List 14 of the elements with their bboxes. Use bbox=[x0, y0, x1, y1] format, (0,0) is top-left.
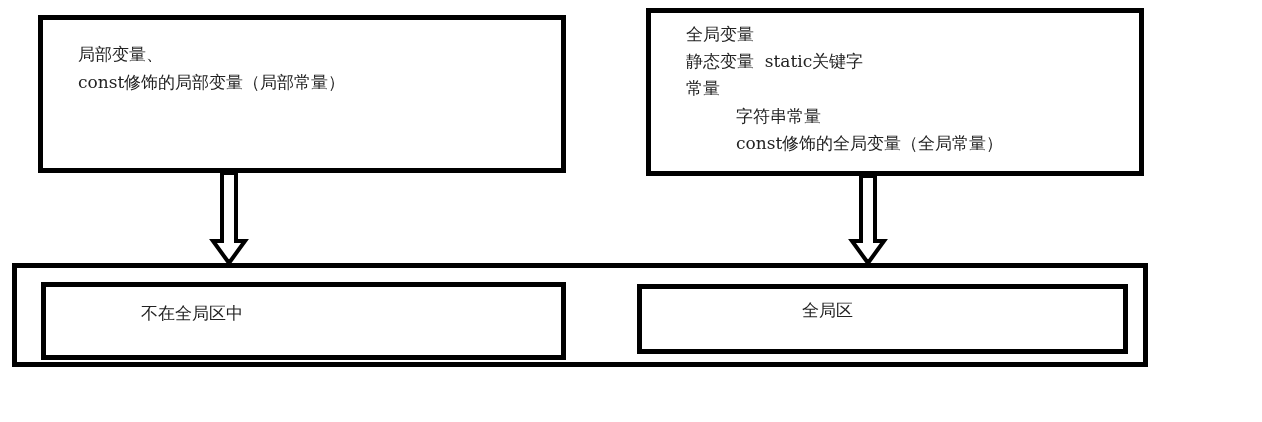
box bbox=[12, 263, 1148, 367]
box-text: 字符串常量 bbox=[736, 105, 821, 127]
box-text: 常量 bbox=[686, 77, 720, 99]
box-text: const修饰的局部变量（局部常量） bbox=[78, 71, 346, 93]
box bbox=[637, 284, 1128, 354]
box-text: const修饰的全局变量（全局常量） bbox=[736, 132, 1004, 154]
box bbox=[41, 282, 566, 360]
box-text: 不在全局区中 bbox=[141, 302, 243, 324]
box-text: 全局区 bbox=[802, 299, 853, 321]
box bbox=[646, 8, 1144, 176]
box-text: 局部变量、 bbox=[78, 43, 163, 65]
box bbox=[38, 15, 566, 173]
box-text: 全局变量 bbox=[686, 23, 754, 45]
box-text: 静态变量 static关键字 bbox=[686, 50, 864, 72]
